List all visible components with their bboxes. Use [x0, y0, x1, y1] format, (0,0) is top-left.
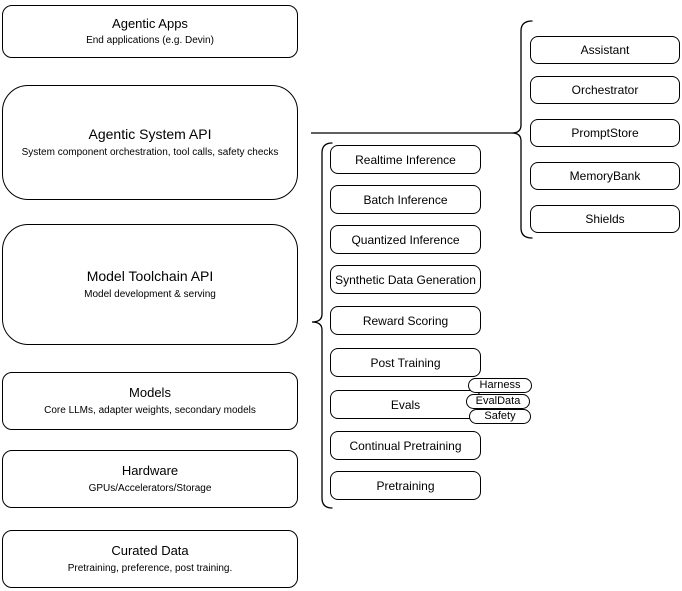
toolchain-node-post-training: Post Training [330, 348, 481, 377]
toolchain-node-batch-inference: Batch Inference [330, 185, 481, 214]
toolchain-node-evals: Evals [330, 390, 481, 419]
toolchain-node-quantized-inference: Quantized Inference [330, 225, 481, 254]
node-model-toolchain-api: Model Toolchain API Model development & … [2, 224, 298, 345]
system-node-orchestrator: Orchestrator [530, 76, 680, 104]
toolchain-node-synthetic-data-generation: Synthetic Data Generation [330, 265, 481, 294]
system-node-promptstore: PromptStore [530, 119, 680, 147]
node-title: Curated Data [111, 543, 189, 559]
system-node-shields: Shields [530, 205, 680, 233]
node-subtitle: System component orchestration, tool cal… [21, 146, 279, 158]
node-agentic-system-api: Agentic System API System component orch… [2, 85, 298, 200]
node-subtitle: Model development & serving [84, 288, 216, 300]
node-hardware: Hardware GPUs/Accelerators/Storage [2, 450, 298, 508]
tag-harness: Harness [468, 378, 532, 393]
node-models: Models Core LLMs, adapter weights, secon… [2, 372, 298, 430]
system-node-assistant: Assistant [530, 36, 680, 64]
node-title: Agentic System API [88, 126, 212, 143]
node-subtitle: GPUs/Accelerators/Storage [88, 482, 212, 494]
node-title: Models [129, 385, 171, 401]
tag-evaldata: EvalData [466, 394, 530, 409]
toolchain-node-realtime-inference: Realtime Inference [330, 145, 481, 174]
node-subtitle: Core LLMs, adapter weights, secondary mo… [44, 404, 256, 416]
node-title: Agentic Apps [112, 15, 188, 31]
system-node-memorybank: MemoryBank [530, 162, 680, 190]
node-title: Model Toolchain API [86, 268, 214, 285]
node-title: Hardware [121, 463, 179, 479]
node-curated-data: Curated Data Pretraining, preference, po… [2, 530, 298, 588]
node-subtitle: End applications (e.g. Devin) [86, 35, 214, 47]
toolchain-node-pretraining: Pretraining [330, 471, 481, 500]
toolchain-node-reward-scoring: Reward Scoring [330, 306, 481, 335]
tag-safety: Safety [469, 409, 531, 424]
toolchain-brace [311, 142, 333, 509]
node-agentic-apps: Agentic Apps End applications (e.g. Devi… [2, 5, 298, 58]
toolchain-node-continual-pretraining: Continual Pretraining [330, 431, 481, 460]
node-subtitle: Pretraining, preference, post training. [67, 562, 233, 574]
system-components-brace [511, 20, 533, 239]
